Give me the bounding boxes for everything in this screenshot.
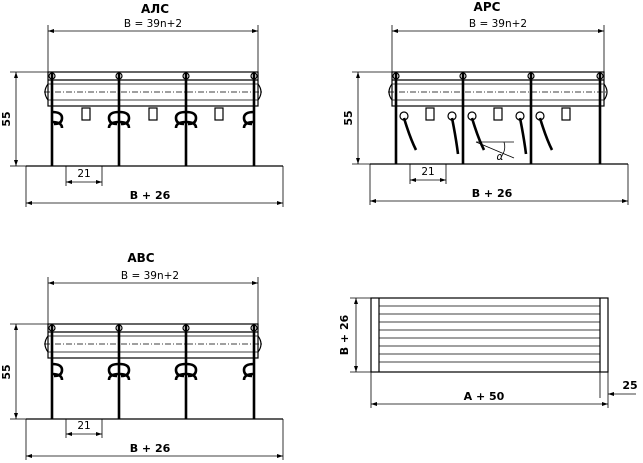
front-height-label: B + 26: [338, 314, 351, 355]
view-arc-height-label: 55: [342, 110, 355, 125]
front-width-label: A + 50: [464, 390, 505, 403]
front-flange-label: 25: [622, 379, 637, 392]
view-alc-width-label: B = 39n+2: [124, 18, 182, 30]
view-abc-pitch-label: 21: [77, 420, 90, 432]
view-alc: АЛС B = 39n+2: [0, 2, 284, 207]
view-abc-width-label: B = 39n+2: [121, 270, 179, 282]
view-arc-angle-label: α: [497, 151, 504, 163]
view-alc-title: АЛС: [141, 2, 169, 16]
view-alc-height-label: 55: [0, 111, 13, 126]
view-front: B + 26 A + 50 25: [338, 297, 638, 408]
view-alc-pitch-label: 21: [77, 168, 90, 180]
view-abc-base-label: B + 26: [130, 442, 171, 455]
view-abc-height-label: 55: [0, 364, 13, 379]
view-abc: АВС B = 39n+2 55: [0, 251, 284, 460]
view-abc-title: АВС: [127, 251, 154, 265]
view-alc-base-label: B + 26: [130, 189, 171, 202]
view-arc: АРС B = 39n+2: [342, 0, 629, 205]
view-arc-width-label: B = 39n+2: [469, 18, 527, 30]
view-arc-title: АРС: [474, 0, 501, 14]
view-arc-pitch-label: 21: [421, 166, 434, 178]
view-arc-base-label: B + 26: [472, 187, 513, 200]
